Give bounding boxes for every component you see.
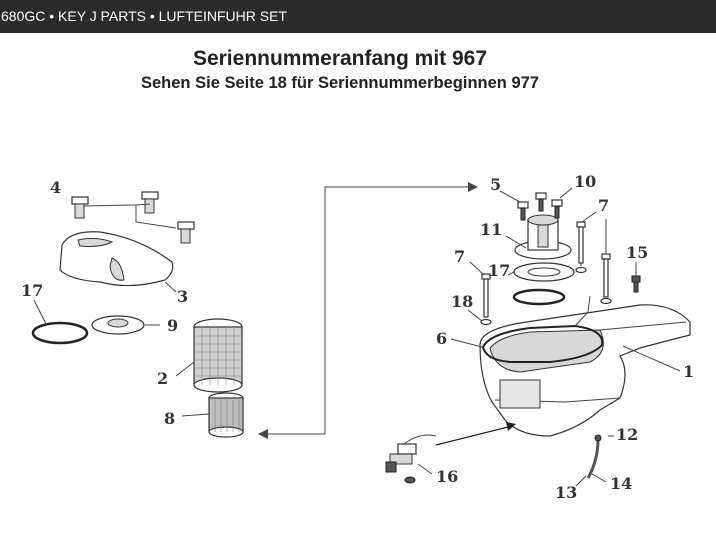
breadcrumb: 680GC • KEY J PARTS • LUFTEINFUHR SET <box>1 8 287 24</box>
callout-13: 13 <box>555 483 577 502</box>
gasket-ring-17-right <box>512 288 566 306</box>
callout-1: 1 <box>683 362 694 381</box>
hose-part-14 <box>575 434 614 487</box>
callout-14: 14 <box>610 474 632 493</box>
cover-part-3 <box>59 231 177 293</box>
washer-part-18 <box>467 266 612 326</box>
gasket-ring-17-left <box>31 299 89 345</box>
disc-part-9 <box>91 315 160 335</box>
gasket-disc <box>507 262 575 282</box>
filter-part-8 <box>181 392 244 438</box>
callout-11: 11 <box>480 220 502 239</box>
callout-10: 10 <box>574 172 596 191</box>
callout-4: 4 <box>50 178 61 197</box>
callout-17-left: 17 <box>21 281 43 300</box>
connector-arrow <box>258 182 478 439</box>
plug-part-15 <box>631 262 641 293</box>
filter-part-2 <box>175 318 243 393</box>
callout-7-left: 7 <box>454 247 465 266</box>
callout-6: 6 <box>436 329 447 348</box>
callout-5: 5 <box>490 175 501 194</box>
callout-3: 3 <box>177 287 188 306</box>
callout-18: 18 <box>451 292 473 311</box>
callout-7-right: 7 <box>598 196 609 215</box>
callout-8: 8 <box>164 409 175 428</box>
callout-2: 2 <box>157 369 168 388</box>
callout-15: 15 <box>626 243 648 262</box>
callout-16: 16 <box>436 467 458 486</box>
diagram-subtitle: Sehen Sie Seite 18 für Seriennummerbegin… <box>141 74 539 92</box>
screw-part-10 <box>535 187 573 219</box>
breadcrumb-bar: 680GC • KEY J PARTS • LUFTEINFUHR SET <box>0 0 716 33</box>
sensor-part-16 <box>385 422 516 484</box>
cap-part-11 <box>505 214 572 260</box>
seal-part-6 <box>450 295 604 363</box>
housing-part-1 <box>479 304 691 437</box>
callout-12: 12 <box>616 425 638 444</box>
screw-part-4 <box>71 191 195 244</box>
callout-17-right: 17 <box>488 261 510 280</box>
diagram-title: Seriennummeranfang mit 967 <box>192 47 488 70</box>
bolt-part-7 <box>469 211 611 318</box>
callout-labels: 4 3 17 9 2 8 5 10 7 11 7 17 15 18 6 1 12… <box>21 172 694 502</box>
callout-9: 9 <box>167 316 178 335</box>
screw-part-5 <box>499 190 529 221</box>
